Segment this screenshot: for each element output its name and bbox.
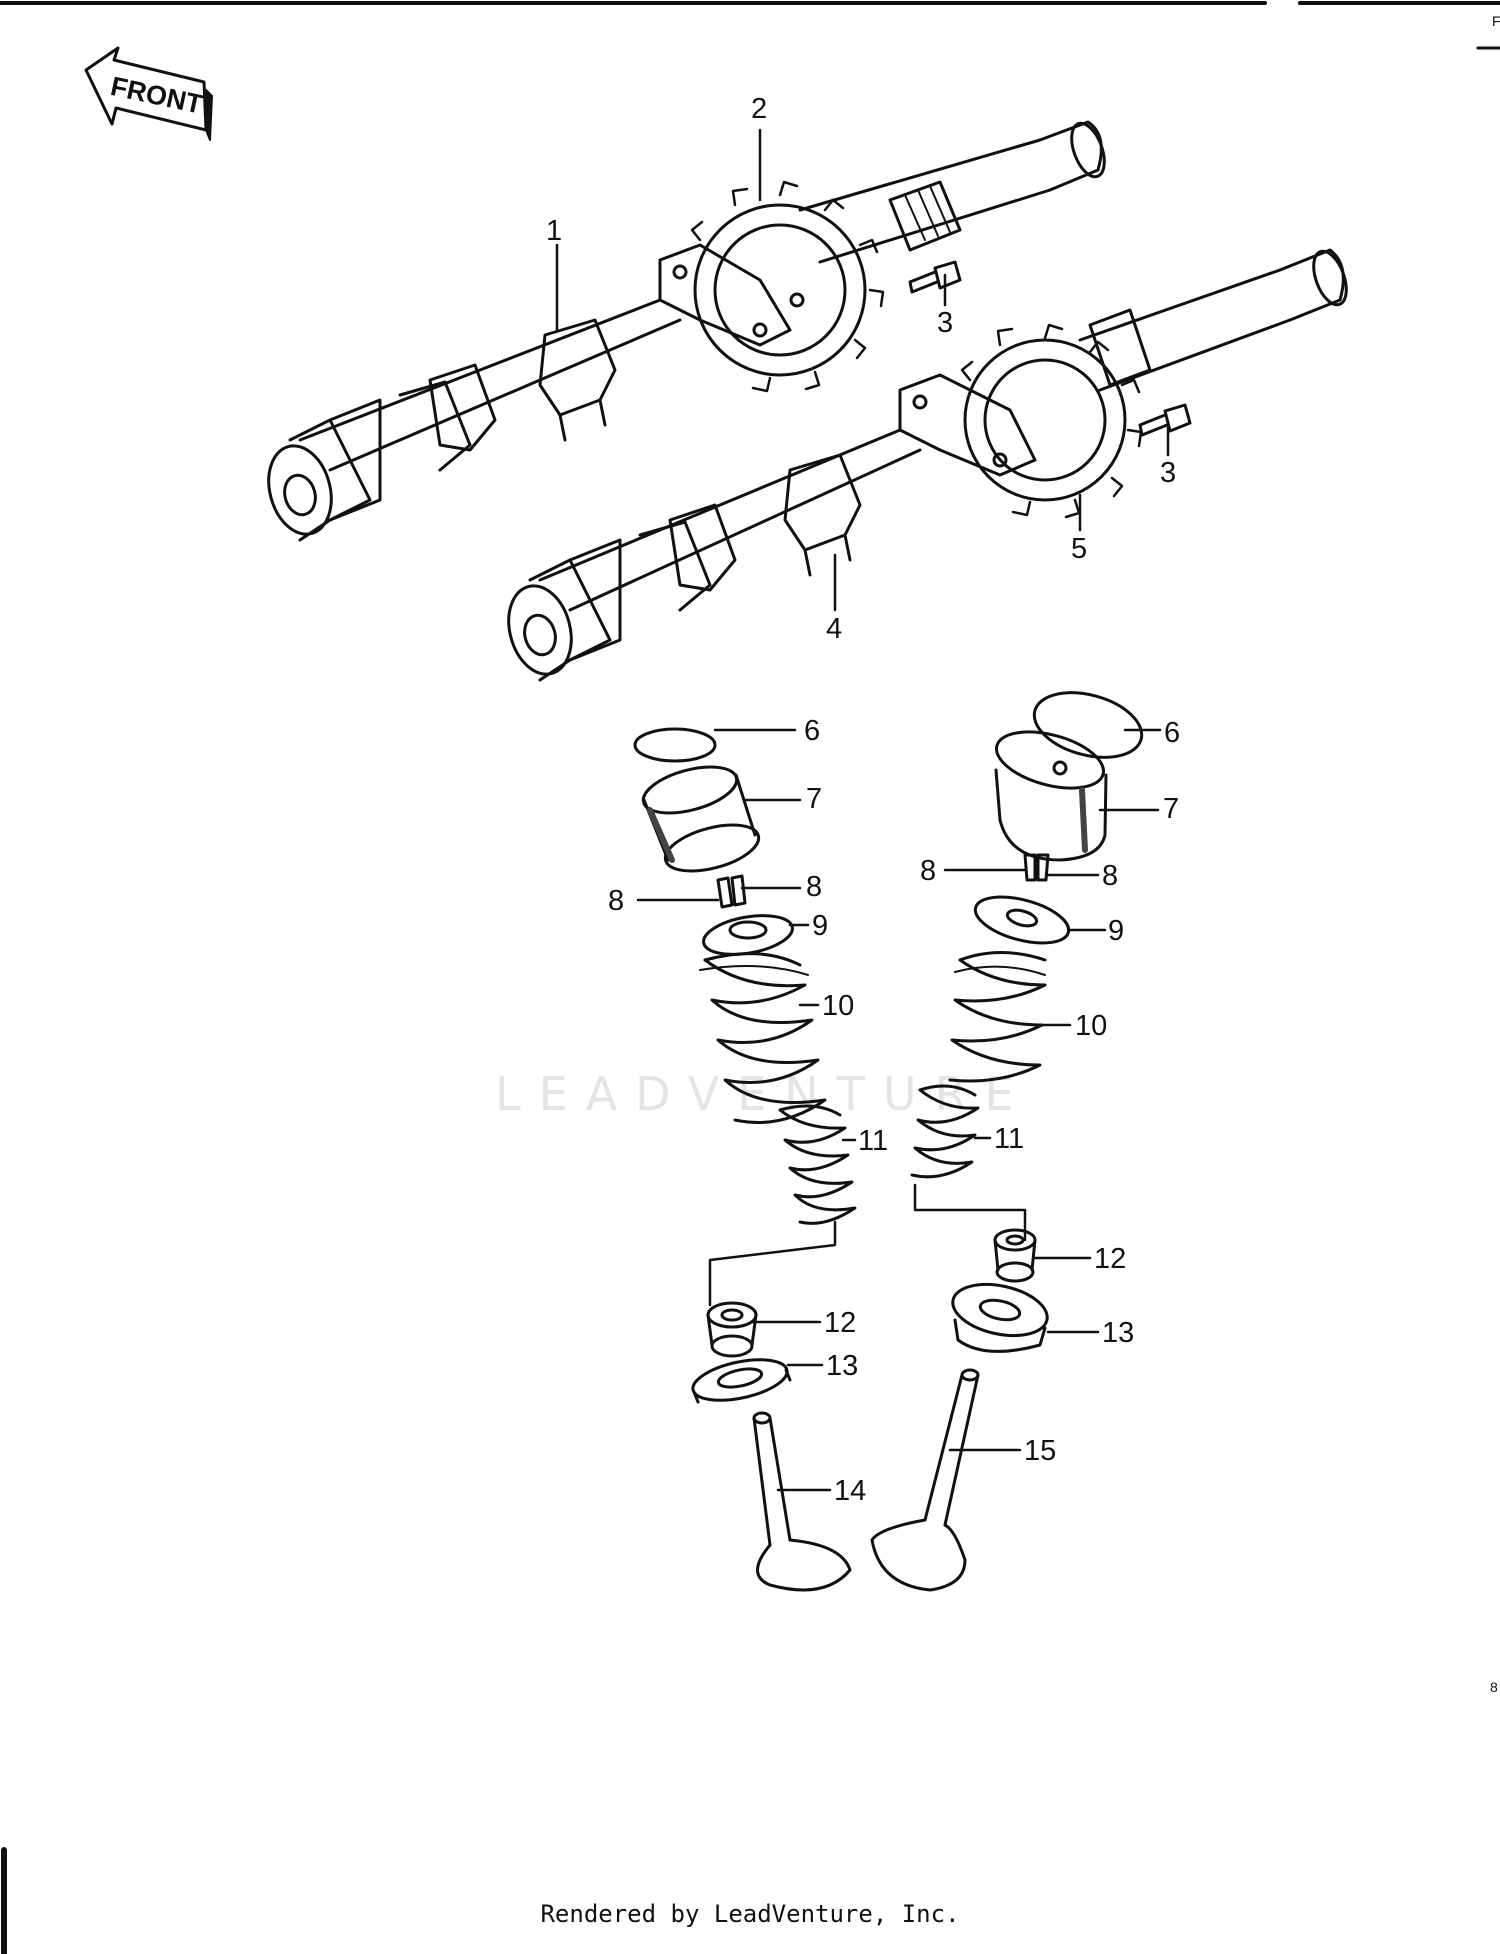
stem-seal-right [993, 1228, 1037, 1283]
edge-mark-top: F [1492, 13, 1500, 29]
spring-seat-right [951, 1282, 1049, 1353]
callout-12-left: 12 [824, 1307, 856, 1339]
callout-9-left: 9 [812, 910, 828, 942]
callout-8-right-a: 8 [920, 855, 936, 887]
callout-8-right-b: 8 [1102, 860, 1118, 892]
edge-mark-right: 8 [1490, 1679, 1498, 1695]
callout-4: 4 [826, 613, 842, 645]
callout-9-right: 9 [1108, 915, 1124, 947]
callout-1: 1 [546, 215, 562, 247]
watermark: LEADVENTURE [495, 1067, 1032, 1121]
camshaft-lower [507, 248, 1348, 682]
outer-spring-left [699, 952, 827, 1124]
shim-left [633, 727, 717, 763]
camshaft-upper [267, 120, 1106, 542]
exhaust-valve [870, 1368, 980, 1592]
callout-14: 14 [834, 1475, 866, 1507]
callout-6-right: 6 [1164, 717, 1180, 749]
stem-seal-left [706, 1301, 758, 1358]
tappet-left [641, 765, 761, 873]
valve-assembly-left [633, 727, 857, 1592]
inner-spring-right [910, 1084, 980, 1179]
callout-2: 2 [751, 93, 767, 125]
footer-credit: Rendered by LeadVenture, Inc. [540, 1900, 960, 1928]
retainer-right [973, 895, 1071, 945]
callout-7-left: 7 [806, 783, 822, 815]
outer-spring-right [948, 951, 1047, 1083]
callout-10-right: 10 [1075, 1010, 1107, 1042]
keepers-left [716, 874, 747, 909]
bolt-upper [908, 260, 962, 294]
intake-valve [752, 1411, 852, 1592]
inner-spring-left [778, 1104, 857, 1225]
keepers-right [1023, 853, 1050, 882]
callout-11-left: 11 [858, 1125, 888, 1157]
bolt-lower [1138, 403, 1192, 437]
callout-8-left-a: 8 [608, 885, 624, 917]
callout-6-left: 6 [804, 715, 820, 747]
callout-13-left: 13 [826, 1350, 858, 1382]
front-arrow-icon: FRONT [84, 46, 213, 141]
callout-10-left: 10 [822, 990, 854, 1022]
callout-13-right: 13 [1102, 1317, 1134, 1349]
callout-3-upper: 3 [937, 307, 953, 339]
callout-11-right: 11 [994, 1123, 1024, 1155]
callout-8-left-b: 8 [806, 871, 822, 903]
callout-5: 5 [1071, 533, 1087, 565]
leader-lines [555, 128, 1170, 1492]
callout-labels: 1 2 3 3 4 5 6 6 7 7 8 8 8 8 9 9 10 10 11… [546, 93, 1180, 1507]
callout-15: 15 [1024, 1435, 1056, 1467]
spring-seat-left [691, 1358, 792, 1404]
tappet-right [994, 730, 1108, 862]
callout-3-lower: 3 [1160, 457, 1176, 489]
shim-right [1032, 691, 1144, 759]
callout-7-right: 7 [1163, 793, 1179, 825]
callout-12-right: 12 [1094, 1243, 1126, 1275]
